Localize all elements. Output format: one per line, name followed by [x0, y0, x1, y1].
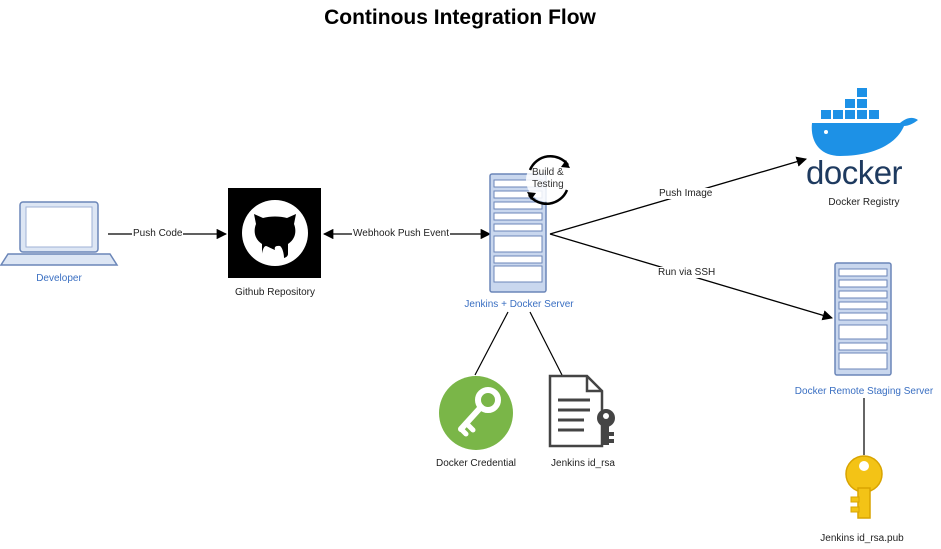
staging-server-icon	[834, 262, 892, 376]
public-key-icon	[845, 455, 883, 519]
docker-credential-label: Docker Credential	[435, 458, 517, 469]
edge-label-push-image: Push Image	[658, 188, 714, 199]
staging-server-label: Docker Remote Staging Server	[794, 386, 934, 397]
jenkins-id-rsa-pub-label: Jenkins id_rsa.pub	[820, 533, 904, 544]
docker-registry-label: Docker Registry	[828, 197, 900, 208]
cycle-icon	[526, 154, 570, 206]
github-icon	[228, 188, 321, 278]
credential-key-icon	[439, 376, 513, 450]
docker-wordmark: docker	[806, 154, 903, 191]
docker-logo-icon	[811, 88, 918, 156]
edge-server-credential	[474, 311, 509, 376]
jenkins-id-rsa-label: Jenkins id_rsa	[551, 458, 615, 469]
document-key-icon	[548, 374, 615, 448]
github-label: Github Repository	[234, 287, 316, 298]
jenkins-server-icon	[489, 173, 547, 293]
developer-label: Developer	[36, 273, 82, 284]
edge-label-webhook: Webhook Push Event	[352, 228, 450, 239]
build-testing-label: Build & Testing	[532, 167, 564, 190]
edge-label-push-code: Push Code	[132, 228, 184, 239]
jenkins-server-label: Jenkins + Docker Server	[464, 299, 574, 310]
edge-label-run-ssh: Run via SSH	[657, 267, 717, 278]
laptop-icon	[0, 201, 119, 266]
edge-server-idrsa	[529, 311, 563, 376]
diagram-title: Continous Integration Flow	[324, 6, 596, 29]
